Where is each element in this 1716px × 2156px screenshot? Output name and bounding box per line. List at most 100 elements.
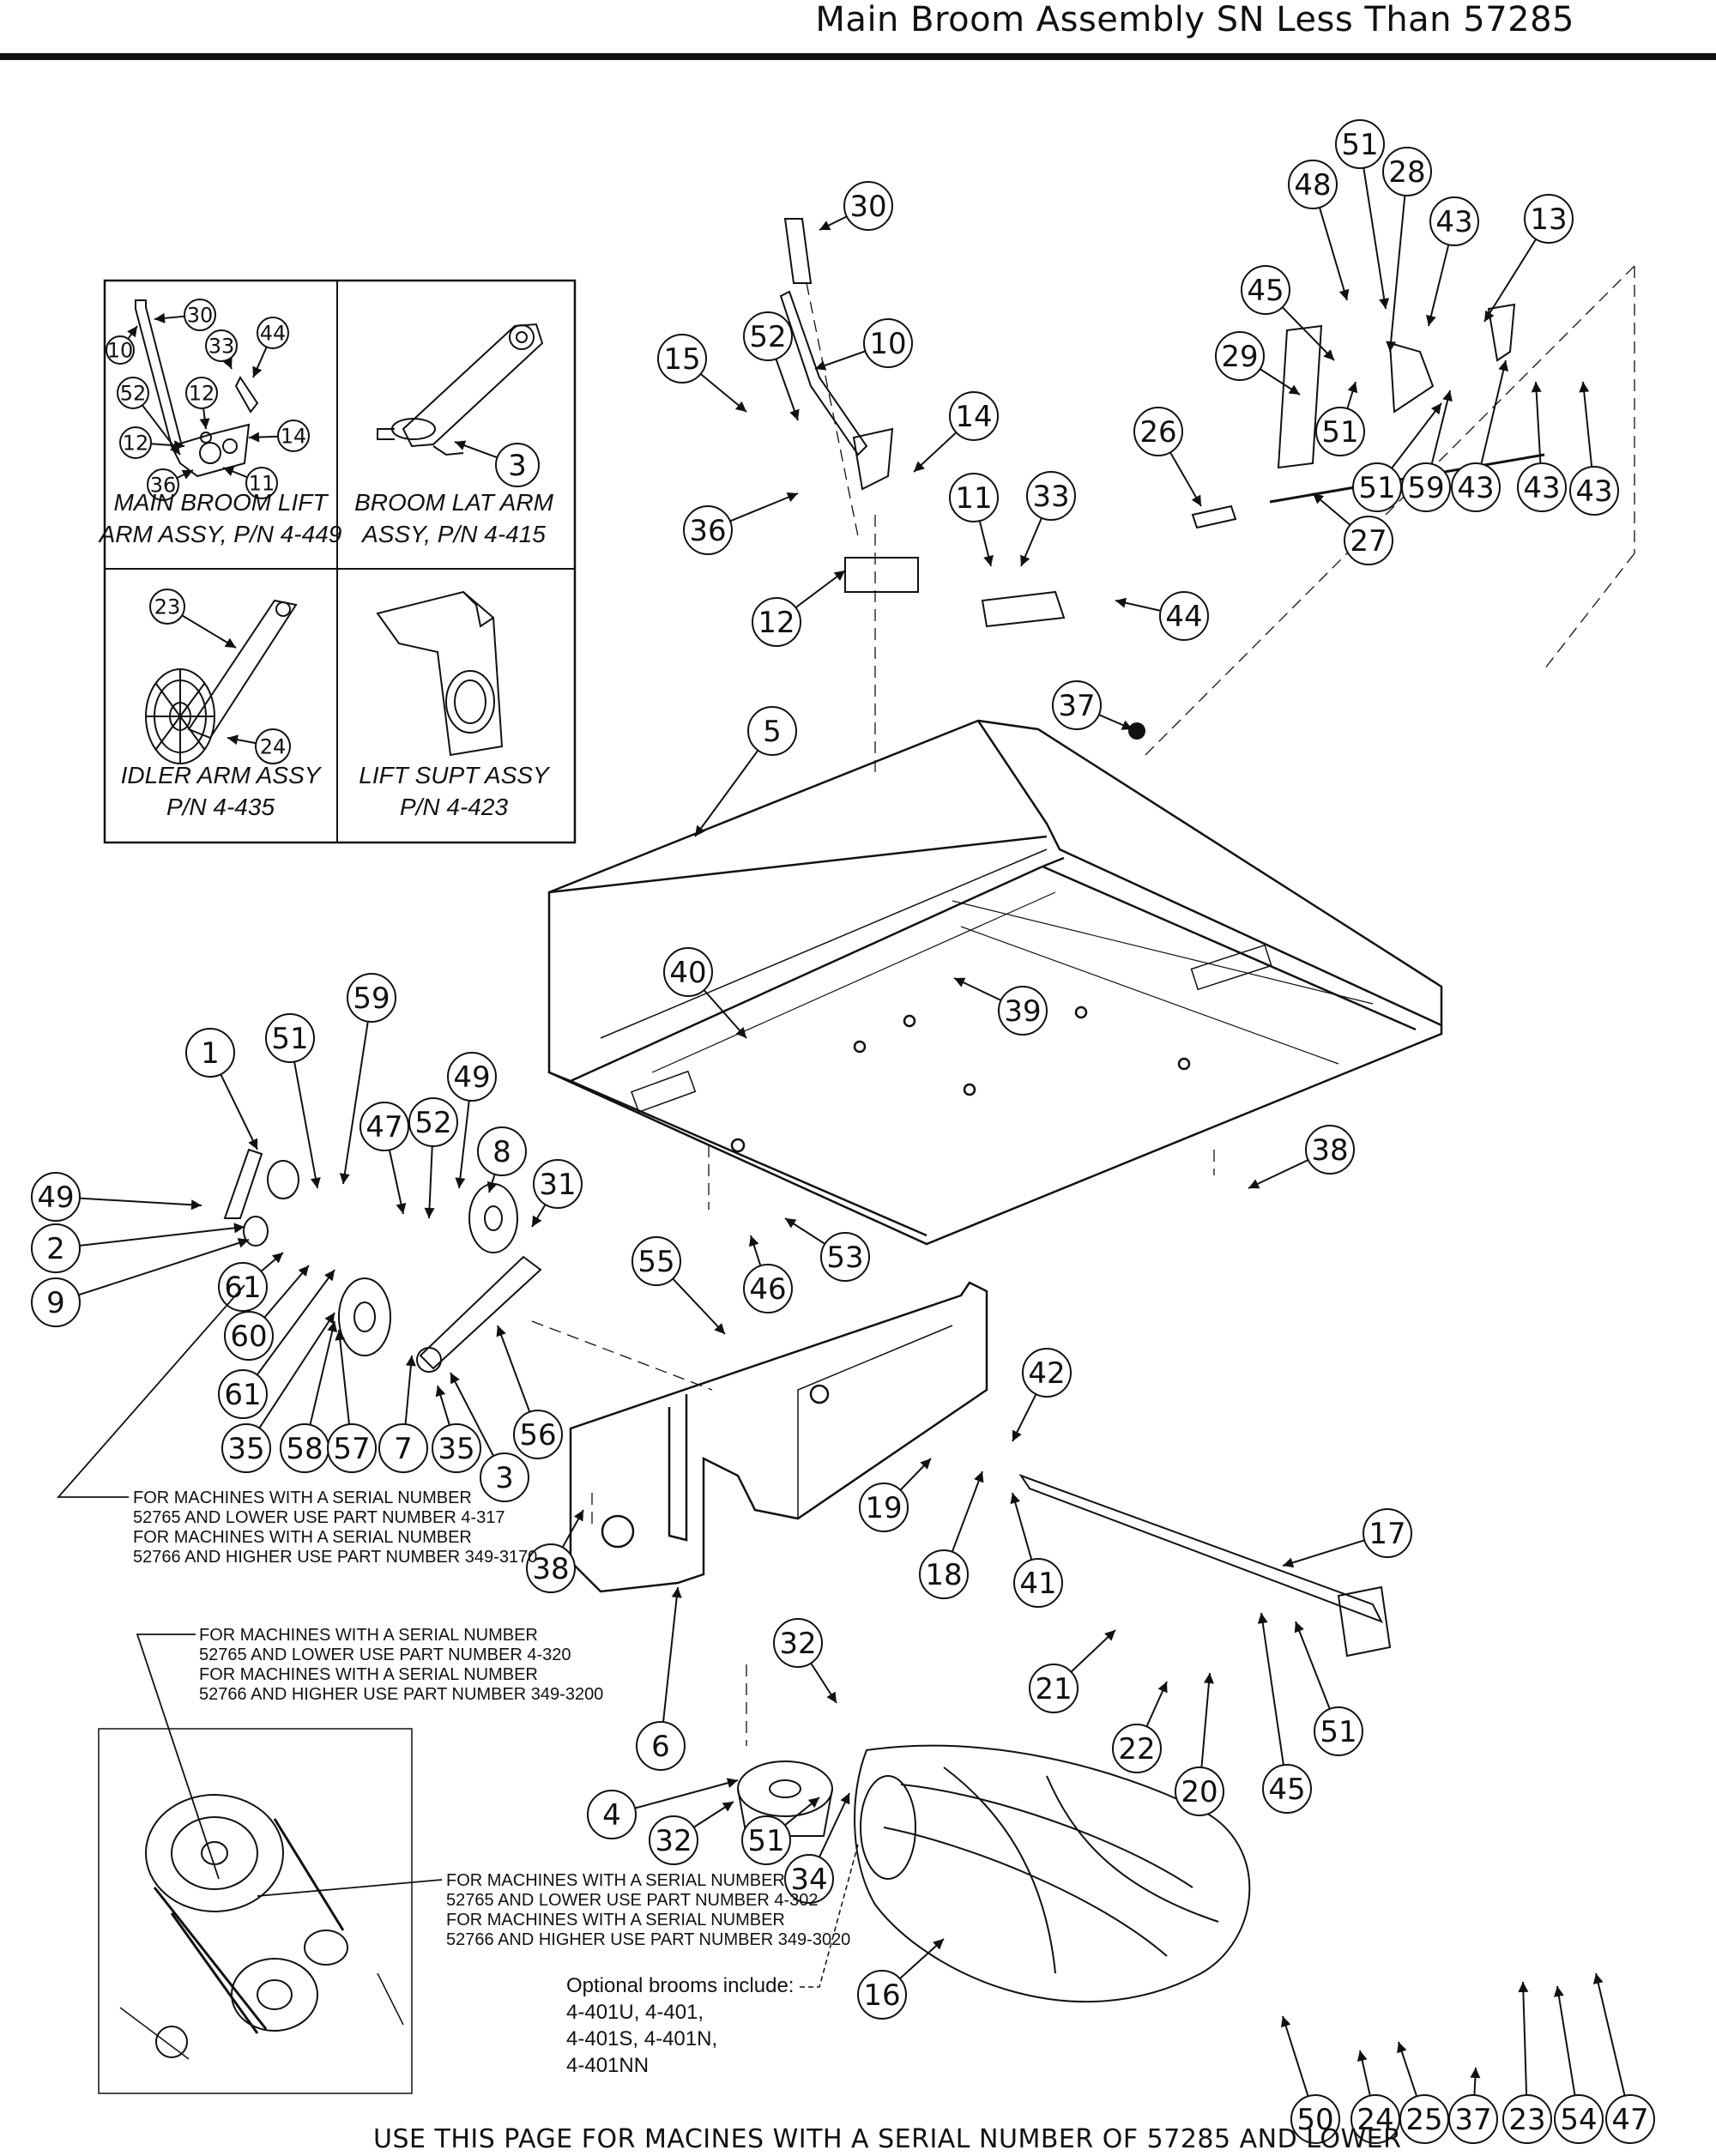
callout-61: 61 — [218, 1269, 335, 1419]
callout-circle — [378, 1423, 428, 1473]
leader-arrow — [1553, 1986, 1564, 1997]
inset-lat-arm-drawing — [377, 323, 544, 456]
callout-43: 43 — [1517, 381, 1567, 512]
callout-38: 38 — [1248, 1125, 1355, 1189]
leader-line — [79, 1197, 202, 1206]
leader-arrow — [1430, 403, 1441, 415]
leader-arrow — [233, 1223, 245, 1234]
assembly-lines — [531, 265, 1635, 1746]
callout-circle — [255, 728, 291, 764]
callout-circle — [1288, 160, 1338, 209]
callout-number: 51 — [271, 1022, 308, 1056]
callout-50: 50 — [1280, 2015, 1340, 2144]
callout-number: 36 — [689, 514, 726, 548]
callout-circle — [1262, 1764, 1312, 1814]
callout-number: 61 — [224, 1378, 261, 1412]
leader-arrow — [223, 466, 235, 477]
leader-arrow — [1248, 1179, 1260, 1189]
leader-line — [428, 1145, 433, 1219]
callout-circle — [752, 597, 801, 647]
inset-lift-support-drawing — [376, 590, 504, 757]
callout-number: 20 — [1181, 1775, 1218, 1809]
callout-number: 34 — [790, 1863, 827, 1897]
leader-arrow — [983, 554, 994, 566]
callout-circle — [1429, 196, 1479, 246]
callout-43: 43 — [1569, 381, 1619, 516]
leader-arrow — [455, 1177, 466, 1188]
callout-25: 25 — [1397, 2041, 1449, 2144]
callout-43: 43 — [1451, 359, 1509, 512]
leader-line — [1200, 1672, 1211, 1768]
callout-number: 1 — [201, 1036, 220, 1071]
callout-circle — [513, 1410, 563, 1459]
leader-arrow — [807, 1797, 819, 1809]
callout-3: 3 — [450, 1372, 529, 1502]
callout-circle — [1022, 1348, 1072, 1398]
callout-circle — [1133, 407, 1183, 456]
note-idler-line: 52765 AND LOWER USE PART NUMBER 4-317 — [133, 1508, 505, 1527]
optional-brooms-line: 4-401U, 4-401, — [566, 2001, 704, 2024]
callout-number: 10 — [107, 339, 134, 363]
callout-number: 50 — [1296, 2103, 1333, 2137]
callout-circle — [1335, 119, 1385, 169]
callout-23: 23 — [1502, 1981, 1552, 2144]
leader-arrow — [252, 365, 263, 377]
callout-49: 49 — [31, 1172, 202, 1222]
callout-number: 8 — [492, 1135, 511, 1169]
leader-arrow — [154, 312, 166, 323]
leader-line — [220, 1073, 258, 1150]
leader-arrow — [1397, 2042, 1407, 2054]
leader-line — [338, 1329, 350, 1425]
callout-number: 18 — [925, 1558, 962, 1592]
leader-line — [78, 1239, 250, 1296]
callout-number: 24 — [1356, 2103, 1393, 2137]
callout-circle — [1382, 147, 1432, 196]
leader-line — [79, 1226, 245, 1247]
callout-54: 54 — [1553, 1985, 1604, 2144]
callout-circle — [1524, 194, 1574, 244]
note-pulley-line: 52766 AND HIGHER USE PART NUMBER 349-320… — [199, 1685, 603, 1704]
leader-line — [256, 1269, 335, 1376]
callout-number: 28 — [1388, 155, 1425, 190]
callout-51: 51 — [1315, 381, 1365, 456]
leader-arrow — [914, 461, 925, 472]
leader-line — [1282, 1539, 1365, 1567]
leader-arrow — [450, 1373, 460, 1385]
callout-number: 3 — [508, 449, 527, 483]
leader-arrow — [714, 1323, 725, 1334]
optional-brooms-line: 4-401NN — [566, 2054, 649, 2077]
optional-brooms-note: Optional brooms include:4-401U, 4-401,4-… — [566, 1844, 859, 2077]
callout-number: 23 — [1508, 2103, 1545, 2137]
callout-49: 49 — [447, 1052, 497, 1189]
callout-circle — [327, 1423, 377, 1473]
callout-circle — [533, 1159, 583, 1209]
side-frame-drawing — [569, 1281, 988, 1593]
callout-number: 27 — [1350, 524, 1387, 559]
callout-number: 19 — [865, 1491, 902, 1525]
leader-arrow — [298, 1265, 309, 1277]
callout-number: 26 — [1139, 415, 1176, 450]
callout-circle — [185, 1028, 235, 1078]
callout-number: 43 — [1457, 471, 1494, 505]
inset-caption-line1: LIFT SUPT ASSY — [359, 762, 551, 788]
leader-arrow — [227, 734, 239, 746]
callout-circle — [1159, 591, 1209, 641]
callout-32: 32 — [773, 1618, 837, 1704]
leader-line — [1389, 195, 1406, 353]
callout-circle — [743, 1264, 793, 1314]
leader-line — [1248, 1159, 1309, 1189]
callout-circle — [117, 377, 149, 409]
callout-circle — [480, 1452, 529, 1502]
leader-arrow — [405, 1356, 416, 1367]
callout-circle — [205, 329, 238, 362]
leader-line — [1483, 239, 1538, 323]
drive-detail-drawing — [98, 1728, 413, 2094]
callout-number: 51 — [1341, 128, 1378, 162]
leader-line — [1318, 207, 1348, 301]
callout-circle — [31, 1277, 81, 1327]
callout-circle — [857, 1970, 907, 2020]
leader-arrow — [1280, 2016, 1291, 2028]
leader-arrow — [1592, 1973, 1604, 1985]
callout-number: 3 — [495, 1461, 514, 1495]
callout-number: 7 — [394, 1432, 413, 1466]
